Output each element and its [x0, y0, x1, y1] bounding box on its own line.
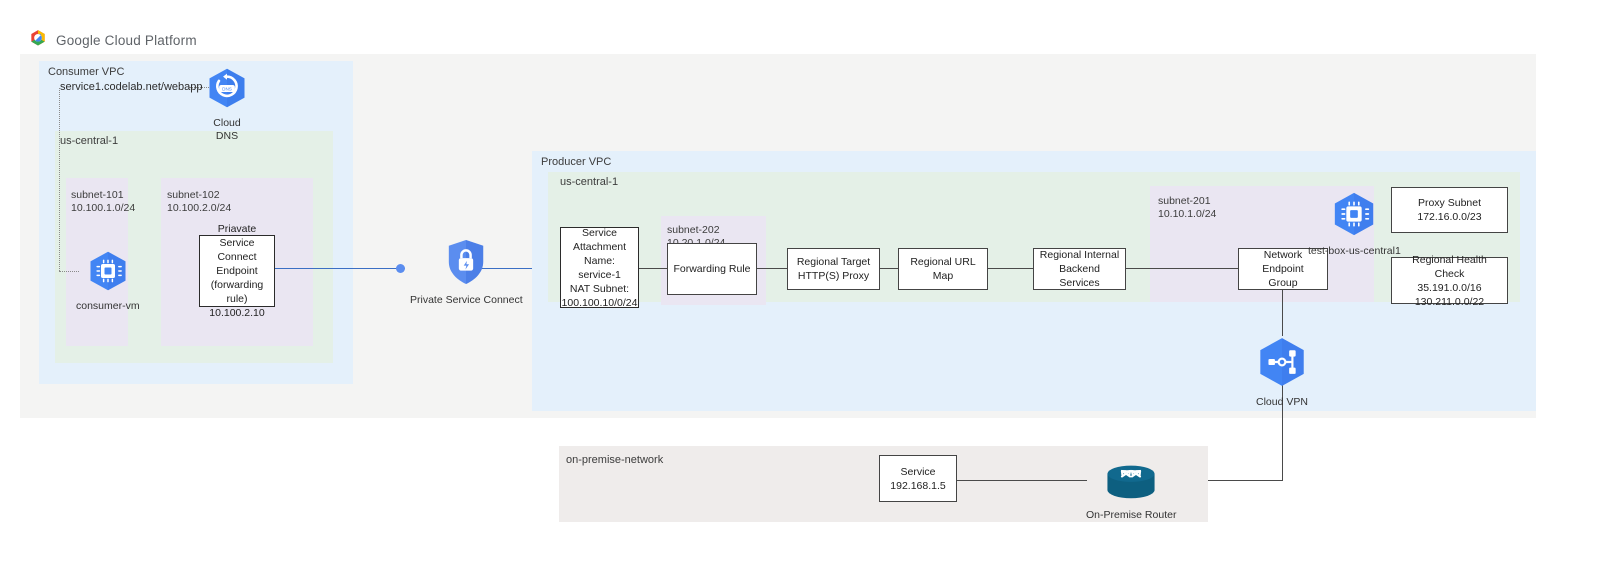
subnet-201-label: subnet-201 10.10.1.0/24 [1158, 195, 1216, 221]
psc-endpoint-box[interactable]: Priavate Service Connect Endpoint (forwa… [199, 223, 275, 319]
link-backend-to-neg [1126, 268, 1238, 269]
dns-vm-dotted-vertical [59, 88, 60, 271]
psc-link-left [275, 268, 405, 270]
on-premise-router-label: On-Premise Router [1086, 509, 1177, 521]
producer-vpc-label: Producer VPC [541, 156, 612, 168]
subnet-101-label: subnet-101 10.100.1.0/24 [71, 189, 135, 215]
network-endpoint-group-box[interactable]: Network Endpoint Group [1238, 248, 1328, 290]
on-premise-service-box[interactable]: Service 192.168.1.5 [879, 455, 957, 502]
subnet-101-cidr: 10.100.1.0/24 [71, 202, 136, 214]
health-check-line3: 130.211.0.0/22 [1414, 295, 1485, 308]
gcp-header: Google Cloud Platform [28, 28, 197, 53]
psc-link-right [455, 268, 560, 270]
forwarding-rule-box[interactable]: Forwarding Rule [667, 243, 757, 295]
service-attachment-line4: NAT Subnet: [569, 282, 630, 295]
network-endpoint-group-line1: Network Endpoint [1262, 249, 1304, 275]
consumer-vm-label: consumer-vm [76, 300, 140, 312]
proxy-subnet-box[interactable]: Proxy Subnet 172.16.0.0/23 [1391, 187, 1508, 233]
subnet-102-cidr: 10.100.2.0/24 [167, 202, 232, 214]
regional-backend-services-line2: Backend Services [1059, 263, 1100, 289]
health-check-line1: Regional Health Check [1412, 253, 1487, 280]
link-fr-to-proxy [757, 268, 787, 269]
cloud-dns-node[interactable]: DNS Cloud DNS [206, 67, 248, 143]
subnet-202-name: subnet-202 [667, 224, 720, 236]
proxy-subnet-line1: Proxy Subnet [1417, 197, 1482, 209]
dns-record-dotted-line [189, 87, 213, 88]
subnet-201-cidr: 10.10.1.0/24 [1158, 208, 1217, 220]
on-premise-router-icon[interactable] [1102, 461, 1160, 506]
cloud-dns-label: Cloud DNS [213, 117, 241, 142]
subnet-102-name: subnet-102 [167, 189, 220, 201]
link-vpn-to-router-horizontal [1148, 480, 1283, 481]
network-endpoint-group-line2: Group [1268, 277, 1298, 289]
proxy-subnet-line2: 172.16.0.0/23 [1417, 211, 1482, 223]
link-sa-to-fr [639, 268, 667, 269]
psc-endpoint-line4: 10.100.2.10 [209, 307, 265, 319]
private-service-connect-icon[interactable] [445, 238, 487, 291]
dns-record-text: service1.codelab.net/webapp [60, 81, 203, 93]
consumer-region-label: us-central-1 [60, 135, 119, 147]
psc-endpoint-line2: Connect Endpoint [216, 251, 258, 277]
compute-engine-vm-icon[interactable] [1331, 191, 1377, 242]
google-cloud-logo-icon [28, 28, 48, 53]
subnet-201-name: subnet-201 [1158, 195, 1211, 207]
on-premise-network-label: on-premise-network [566, 454, 664, 466]
consumer-vm-node[interactable]: consumer-vm [76, 250, 140, 313]
psc-endpoint-line1: Priavate Service [217, 223, 257, 249]
on-premise-service-line2: 192.168.1.5 [890, 479, 946, 492]
on-premise-router-node[interactable]: On-Premise Router [1086, 461, 1176, 522]
svg-text:DNS: DNS [222, 86, 232, 91]
cloud-vpn-node[interactable]: Cloud VPN [1255, 336, 1309, 409]
link-service-to-router [957, 480, 1087, 481]
regional-backend-services-line1: Regional Internal [1039, 249, 1120, 261]
regional-backend-services-box[interactable]: Regional Internal Backend Services [1033, 248, 1126, 290]
service-attachment-line2: Attachment [572, 240, 627, 253]
cloud-vpn-label: Cloud VPN [1256, 396, 1308, 408]
private-service-connect-node[interactable]: Private Service Connect [410, 238, 523, 307]
service-attachment-line3: Name: service-1 [578, 254, 621, 281]
link-vpn-to-onprem-vertical [1282, 383, 1283, 480]
compute-engine-vm-icon[interactable] [87, 250, 129, 297]
consumer-vpc-label: Consumer VPC [48, 66, 125, 78]
forwarding-rule-label: Forwarding Rule [673, 263, 751, 275]
producer-region-label: us-central-1 [560, 176, 619, 188]
link-neg-to-vpn [1282, 290, 1283, 336]
cloud-vpn-icon[interactable] [1255, 336, 1309, 393]
link-proxy-to-urlmap [880, 268, 898, 269]
subnet-102-label: subnet-102 10.100.2.0/24 [167, 189, 231, 215]
dns-vm-dotted-horizontal [59, 271, 79, 272]
cloud-dns-icon[interactable]: DNS [206, 67, 248, 114]
regional-target-proxy-line2: HTTP(S) Proxy [797, 270, 870, 282]
link-urlmap-to-backend [988, 268, 1033, 269]
regional-url-map-label: Regional URL Map [910, 256, 976, 282]
service-attachment-line1: Service [581, 226, 617, 239]
on-premise-service-line1: Service [900, 465, 936, 478]
psc-endpoint-dot-left [396, 264, 405, 273]
health-check-line2: 35.191.0.0/16 [1417, 281, 1482, 294]
service-attachment-box[interactable]: Service Attachment Name: service-1 NAT S… [560, 226, 639, 309]
brand-title: Google Cloud Platform [56, 33, 197, 48]
psc-endpoint-line3: (forwarding rule) [210, 279, 264, 305]
subnet-101-name: subnet-101 [71, 189, 124, 201]
regional-url-map-box[interactable]: Regional URL Map [898, 248, 988, 290]
regional-health-check-box[interactable]: Regional Health Check 35.191.0.0/16 130.… [1391, 254, 1508, 308]
regional-target-proxy-box[interactable]: Regional Target HTTP(S) Proxy [787, 248, 880, 290]
test-box-node[interactable]: test-box-us-central1 [1308, 191, 1401, 258]
test-box-label: test-box-us-central1 [1308, 245, 1401, 257]
regional-target-proxy-line1: Regional Target [796, 256, 871, 268]
private-service-connect-label: Private Service Connect [410, 294, 523, 306]
service-attachment-line5: 100.100.10/0/24 [561, 296, 638, 309]
